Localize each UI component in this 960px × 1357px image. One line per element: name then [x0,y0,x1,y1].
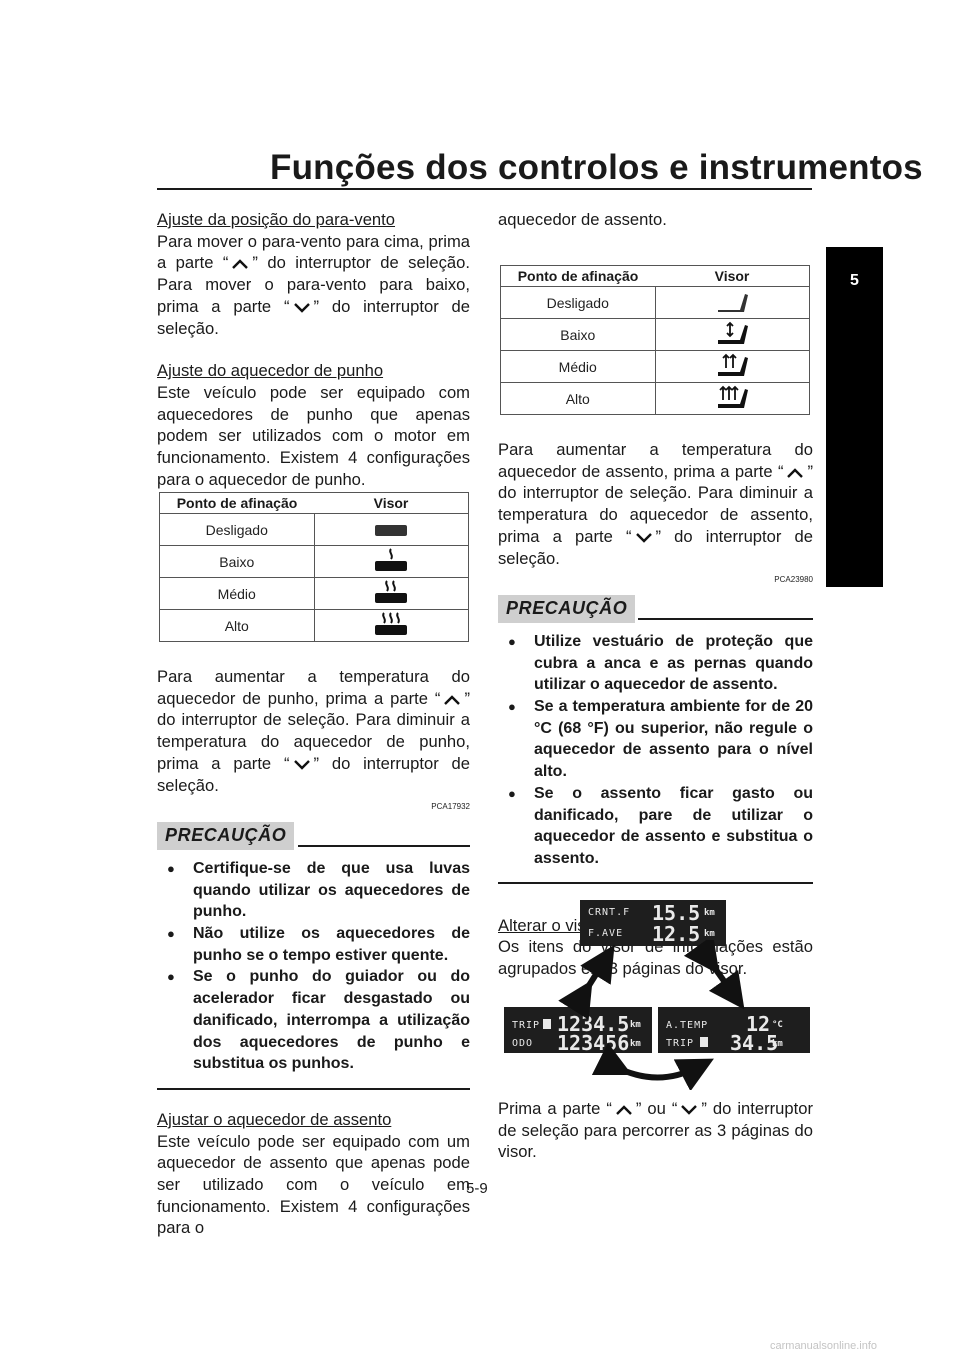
list-item: Certifique-se de que usa luvas quando ut… [157,858,470,923]
grip-setting-medium: Médio [160,577,314,610]
caution-code: PCA17932 [431,802,470,812]
display-unit: km [704,929,715,939]
caution-list: Certifique-se de que usa luvas quando ut… [157,858,470,1075]
seat-adjust-paragraph: Para aumentar a temperatura do aquecedor… [498,440,813,568]
display-label: CRNT.F [588,907,631,918]
seat-high-icon [654,382,809,414]
chevron-up-icon [444,695,461,705]
display-unit: km [772,1039,783,1049]
caution-rule [638,617,813,620]
table-row: Médio [160,577,468,610]
grip-heating-heading: Ajuste do aquecedor de punho [157,361,384,381]
display-value: 12 [746,1012,771,1036]
seat-setting-low: Baixo [501,318,655,351]
grip-off-icon [313,513,468,546]
table-header-setting: Ponto de afinação [160,493,314,514]
chevron-up-icon [232,259,249,270]
chevron-up-icon [616,1105,632,1115]
windshield-paragraph: Para mover o para-vento para cima, prima… [157,231,470,338]
grip-adjust-paragraph: Para aumentar a temperatura do aquecedor… [157,667,470,795]
grip-setting-off: Desligado [160,513,314,546]
list-item: Se a temperatura ambiente for de 20 °C (… [498,696,813,783]
chapter-tab: 5 [826,247,883,587]
table-row: Baixo [160,545,468,578]
chevron-up-icon [787,468,804,478]
caution-header: PRECAUÇÃO [157,821,470,852]
list-item: Não utilize os aquecedores de punho se o… [157,923,470,966]
watermark: carmanualsonline.info [770,1340,878,1352]
table-row: Médio [501,350,809,383]
grip-low-icon [313,545,468,578]
seat-off-icon [654,286,809,319]
seat-heating-intro-cont: aquecedor de assento. [498,210,667,229]
seat-setting-high: Alto [501,382,655,414]
right-column-top: aquecedor de assento. [498,209,813,231]
grip-medium-icon [313,577,468,610]
grip-setting-high: Alto [160,609,314,641]
caution-end-rule [157,1087,470,1090]
caution-label: PRECAUÇÃO [157,821,295,850]
table-header-display: Visor [655,266,809,287]
grip-high-icon [313,609,468,641]
list-item: Utilize vestuário de proteção que cubra … [498,631,813,696]
table-row: Alto [160,609,468,641]
display-unit: km [704,908,715,918]
chapter-tab-number: 5 [850,272,859,289]
list-item: Se o punho do guiador ou do acelerador f… [157,966,470,1075]
display-label: TRIP [512,1020,541,1031]
display-page-fuel: CRNT.F 15.5 km F.AVE 12.5 km [580,900,726,946]
trip-2-badge-icon [700,1037,708,1047]
grip-instructions: Para aumentar a temperatura do aquecedor… [157,666,470,1239]
seat-low-icon [654,318,809,351]
table-header-setting: Ponto de afinação [501,266,655,287]
windshield-heading: Ajuste da posição do para-vento [157,210,396,229]
seat-setting-off: Desligado [501,286,655,319]
display-value: 15.5 [652,901,701,925]
display-unit: °C [772,1020,783,1030]
table-header-display: Visor [314,493,468,514]
right-column-mid: Para aumentar a temperatura do aquecedor… [498,439,813,980]
chevron-down-icon [293,302,310,313]
caution-header: PRECAUÇÃO [498,594,813,625]
display-label: ODO [512,1038,534,1049]
seat-setting-medium: Médio [501,350,655,383]
seat-medium-icon [654,350,809,383]
title-rule [157,188,812,190]
table-row: Desligado [160,513,468,546]
list-item: Se o assento ficar gasto ou danificado, … [498,783,813,870]
display-label: F.AVE [588,928,624,939]
page-number: 5-9 [466,1180,488,1197]
chevron-down-icon [635,532,652,543]
caution-code: PCA23980 [774,575,813,585]
table-row: Desligado [501,286,809,319]
display-cycle-arrows-icon [558,940,745,1090]
table-row: Baixo [501,318,809,351]
display-value: 34.5 [730,1031,779,1055]
scroll-paragraph: Prima a parte “” ou “” do interruptor de… [498,1099,813,1162]
caution-end-rule [498,881,813,884]
left-column: Ajuste da posição do para-vento Para mov… [157,209,470,490]
grip-heating-intro: Este veículo pode ser equipado com aquec… [157,382,470,489]
grip-setting-low: Baixo [160,545,314,578]
chevron-down-icon [293,759,310,770]
table-row: Alto [501,382,809,414]
caution-list: Utilize vestuário de proteção que cubra … [498,631,813,870]
page-title: Funções dos controlos e instrumentos [270,148,923,187]
chevron-down-icon [681,1105,698,1115]
caution-rule [298,844,470,847]
trip-1-badge-icon [543,1019,551,1029]
seat-heating-heading: Ajustar o aquecedor de assento [157,1109,392,1129]
display-unit: km [630,1020,641,1030]
scroll-instructions: Prima a parte “” ou “” do interruptor de… [498,1098,813,1163]
caution-label: PRECAUÇÃO [498,594,636,623]
display-label: A.TEMP [666,1020,709,1031]
seat-heating-intro: Este veículo pode ser equipado com um aq… [157,1131,470,1238]
